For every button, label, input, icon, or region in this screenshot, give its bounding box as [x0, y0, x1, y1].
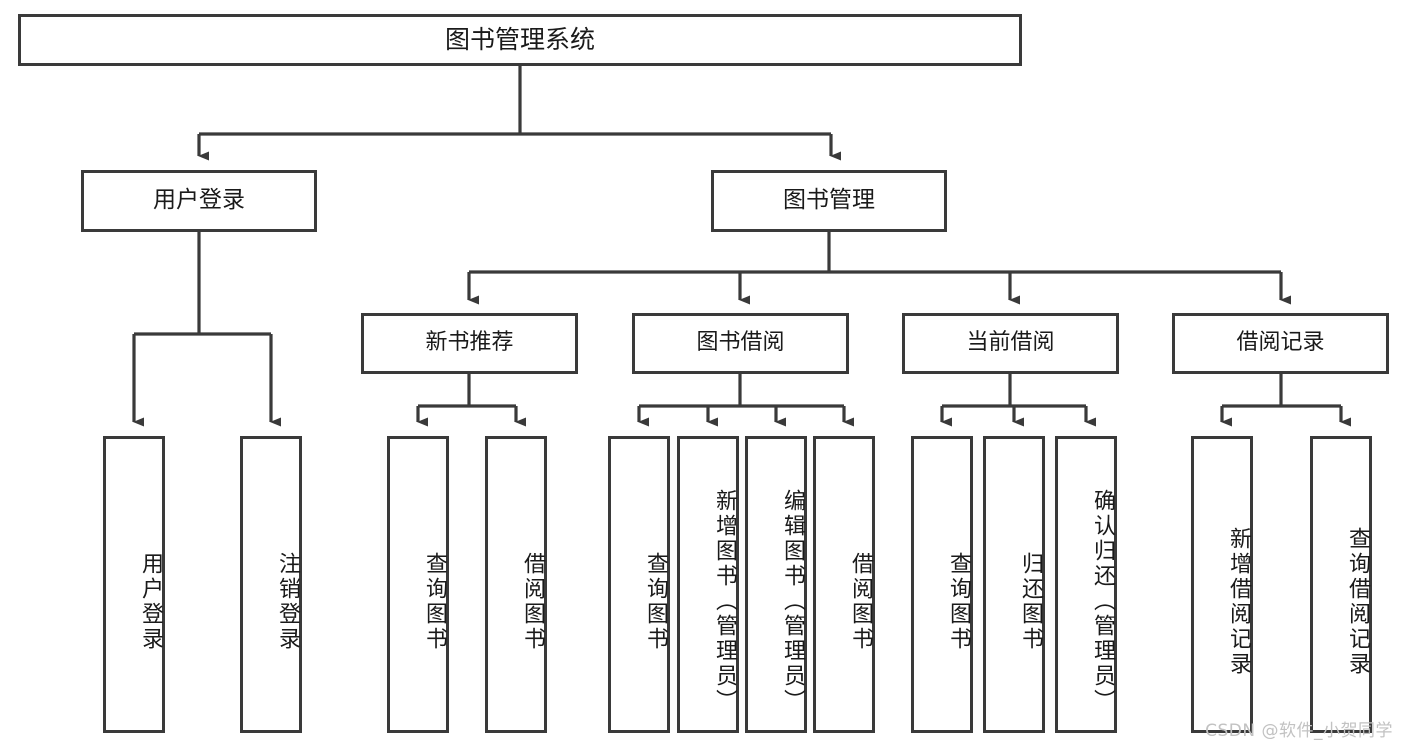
node-label: 借阅图书 — [520, 551, 545, 652]
node-label: 新书推荐 — [425, 330, 514, 356]
node-leaf-user-login[interactable]: 用户登录 — [103, 436, 165, 733]
node-leaf-query-borrow-record[interactable]: 查询借阅记录 — [1310, 436, 1372, 733]
node-leaf-confirm-return[interactable]: 确认归还（管理员） — [1055, 436, 1117, 733]
node-leaf-borrow-book-1[interactable]: 借阅图书 — [485, 436, 547, 733]
node-label: 图书管理系统 — [444, 25, 595, 54]
node-leaf-borrow-book-2[interactable]: 借阅图书 — [813, 436, 875, 733]
node-leaf-edit-book[interactable]: 编辑图书（管理员） — [745, 436, 807, 733]
node-book-manage[interactable]: 图书管理 — [711, 170, 947, 232]
node-label: 注销登录 — [275, 551, 300, 652]
node-label: 图书管理 — [783, 187, 875, 214]
node-leaf-add-borrow-record[interactable]: 新增借阅记录 — [1191, 436, 1253, 733]
node-new-book-recommend[interactable]: 新书推荐 — [361, 313, 578, 374]
node-label: 当前借阅 — [966, 330, 1055, 356]
csdn-watermark: CSDN @软件_小贺同学 — [1205, 721, 1393, 741]
node-leaf-query-book-2[interactable]: 查询图书 — [608, 436, 670, 733]
node-current-borrow[interactable]: 当前借阅 — [902, 313, 1119, 374]
node-leaf-query-book-1[interactable]: 查询图书 — [387, 436, 449, 733]
node-label: 用户登录 — [153, 187, 245, 214]
node-label: 归还图书 — [1018, 551, 1043, 652]
node-label: 借阅图书 — [848, 551, 873, 652]
node-leaf-add-book[interactable]: 新增图书（管理员） — [677, 436, 739, 733]
node-label: 新增图书（管理员） — [712, 489, 737, 714]
node-borrow-record[interactable]: 借阅记录 — [1172, 313, 1389, 374]
node-label: 查询图书 — [422, 551, 447, 652]
node-label: 图书借阅 — [696, 330, 785, 356]
node-label: 查询图书 — [643, 551, 668, 652]
node-book-borrow[interactable]: 图书借阅 — [632, 313, 849, 374]
node-label: 确认归还（管理员） — [1090, 489, 1115, 714]
node-label: 借阅记录 — [1236, 330, 1325, 356]
node-user-login[interactable]: 用户登录 — [81, 170, 317, 232]
node-label: 查询借阅记录 — [1345, 526, 1370, 677]
node-leaf-return-book[interactable]: 归还图书 — [983, 436, 1045, 733]
node-label: 查询图书 — [946, 551, 971, 652]
node-label: 编辑图书（管理员） — [780, 489, 805, 714]
node-leaf-user-logout[interactable]: 注销登录 — [240, 436, 302, 733]
node-label: 用户登录 — [138, 551, 163, 652]
node-label: 新增借阅记录 — [1226, 526, 1251, 677]
node-book-management-system[interactable]: 图书管理系统 — [18, 14, 1022, 66]
node-leaf-query-book-3[interactable]: 查询图书 — [911, 436, 973, 733]
